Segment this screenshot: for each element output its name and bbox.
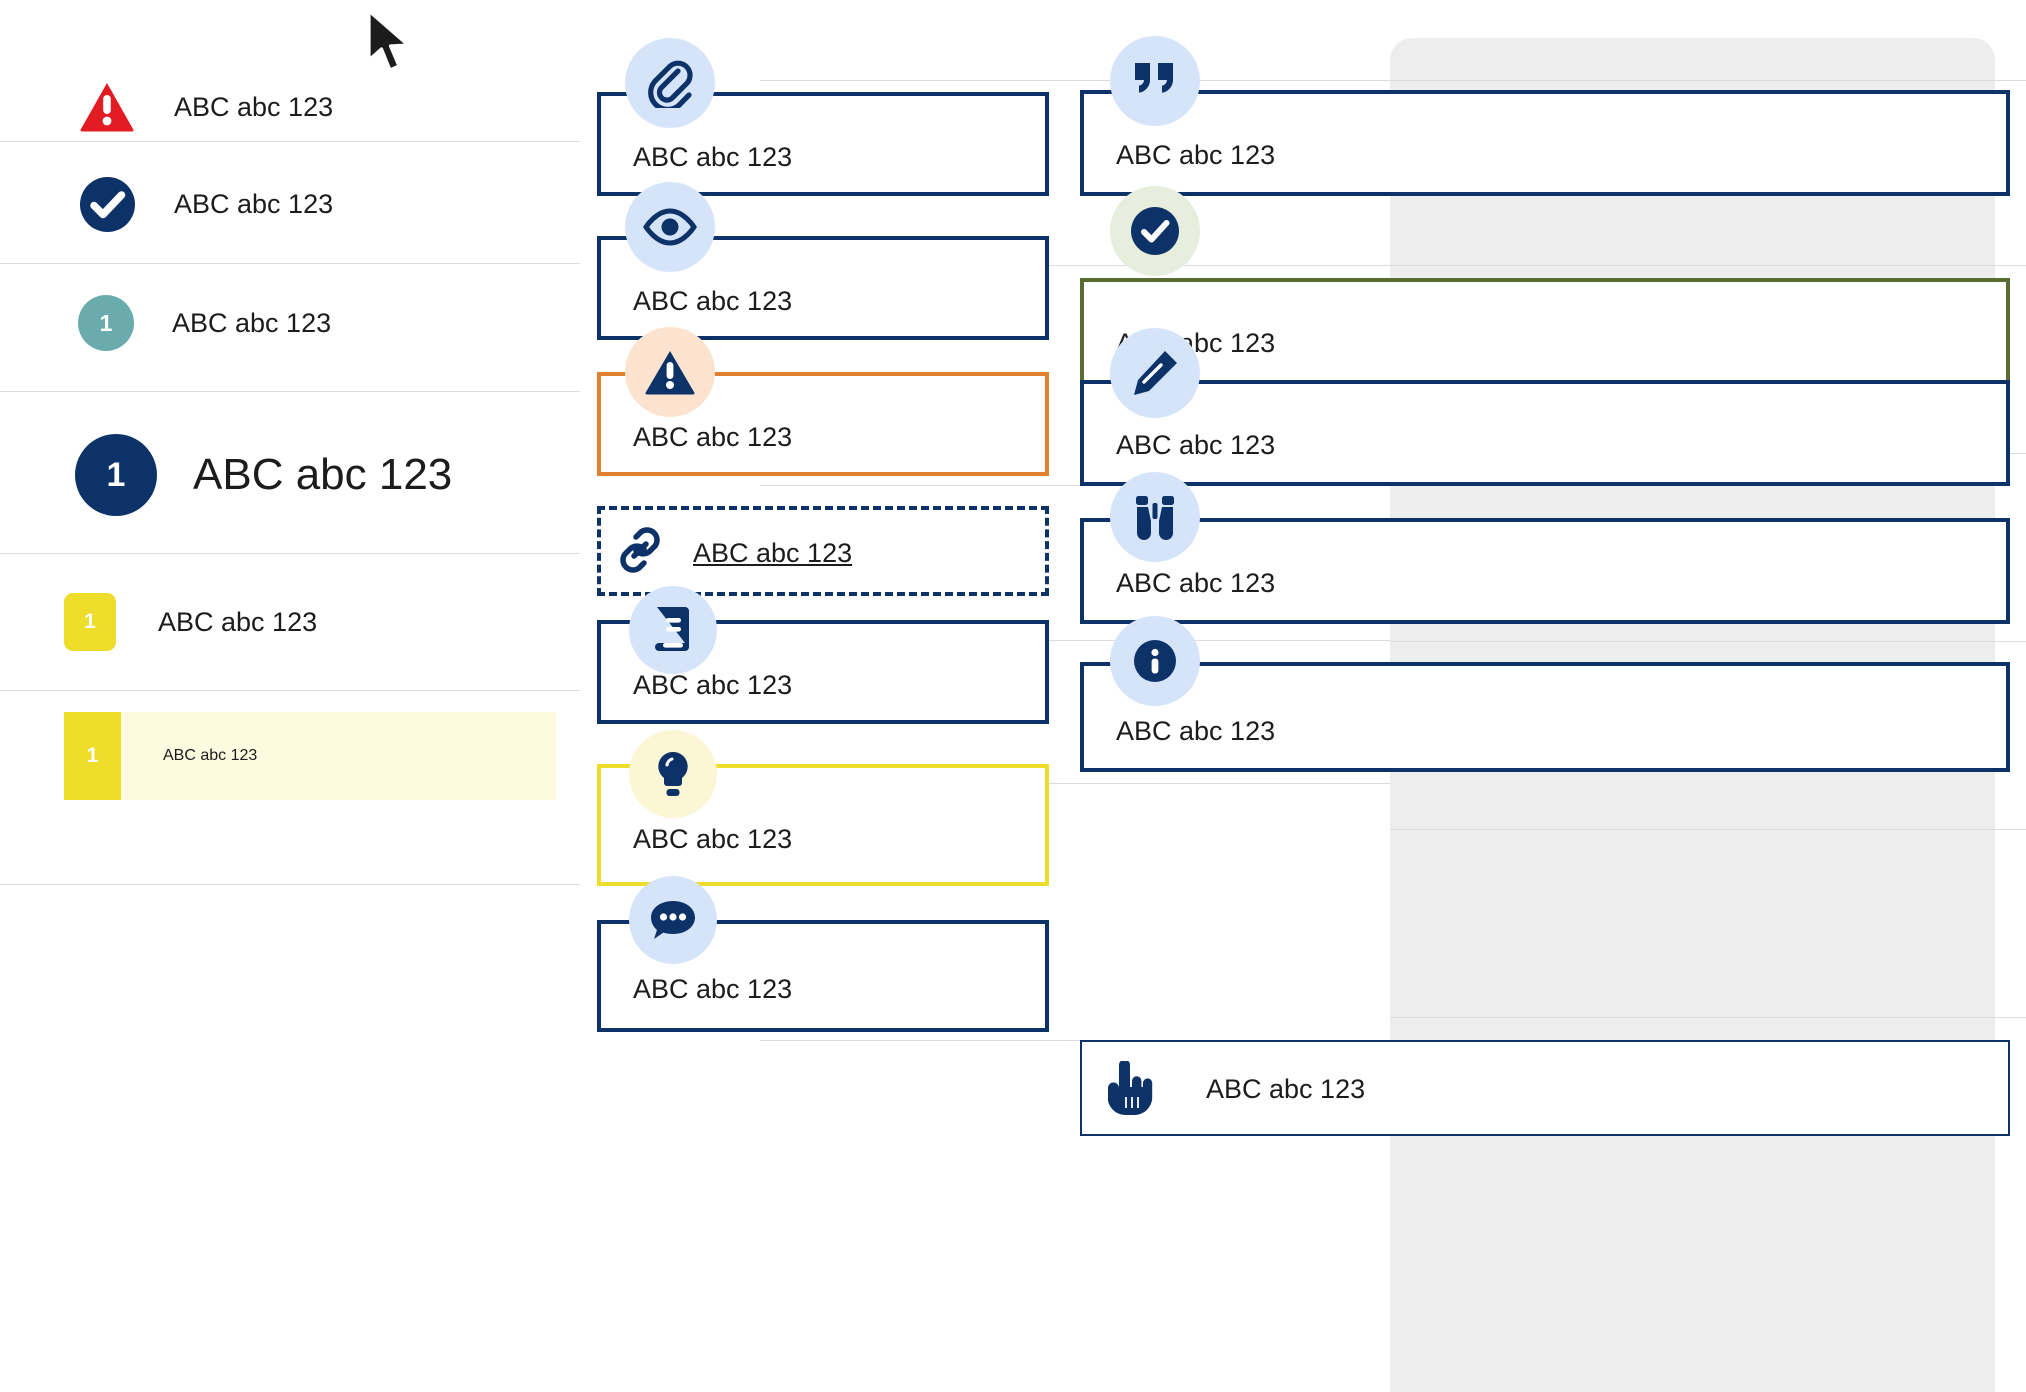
card-label: ABC abc 123 [1116,140,1276,170]
list-item-label: ABC abc 123 [174,188,334,219]
warning-triangle-icon [78,78,136,136]
book-icon [629,586,717,674]
list-item[interactable]: ABC abc 123 [78,78,333,136]
divider [1390,641,2026,642]
card-quote[interactable]: ABC abc 123 [1080,90,2010,196]
card-label: ABC abc 123 [1116,568,1276,598]
link-chain-icon [612,522,668,578]
divider [0,690,580,691]
divider [1390,80,2026,81]
divider [760,80,1390,81]
divider [760,1040,1390,1041]
list-item-label: ABC abc 123 [163,747,258,764]
card-link[interactable]: ABC abc 123 [597,506,1049,596]
list-item-highlighted[interactable]: 1 ABC abc 123 [64,712,556,800]
card-label: ABC abc 123 [1206,1074,1366,1104]
speech-bubble-icon [629,876,717,964]
list-item[interactable]: 1 ABC abc 123 [64,593,317,651]
divider [760,783,1390,784]
divider [1390,265,2026,266]
divider [0,884,580,885]
card-label: ABC abc 123 [633,824,793,854]
card-check[interactable]: ABC abc 123 [1080,278,2010,384]
left-column-list: ABC abc 123 ABC abc 123 1 ABC abc 123 1 … [0,0,580,1392]
badge-number: 1 [86,744,99,767]
badge-number: 1 [84,610,96,633]
list-item[interactable]: 1 ABC abc 123 [75,434,452,516]
card-label: ABC abc 123 [633,422,793,452]
binoculars-icon [1110,472,1200,562]
divider [1390,1017,2026,1018]
number-badge-teal: 1 [78,295,134,351]
info-circle-icon [1110,616,1200,706]
divider [760,485,1390,486]
paperclip-icon [625,38,715,128]
lightbulb-icon [629,730,717,818]
warning-triangle-icon [625,327,715,417]
divider [0,263,580,264]
list-item[interactable]: ABC abc 123 [78,175,333,233]
card-binoculars[interactable]: ABC abc 123 [1080,518,2010,624]
check-circle-icon [78,175,136,233]
card-label: ABC abc 123 [633,142,793,172]
card-label: ABC abc 123 [633,670,793,700]
check-circle-icon [1110,186,1200,276]
hand-pointer-icon [1100,1060,1160,1118]
card-label: ABC abc 123 [1116,716,1276,746]
divider [760,640,1390,641]
card-hand-pointer[interactable]: ABC abc 123 [1080,1040,2010,1136]
divider [0,391,580,392]
card-edit[interactable]: ABC abc 123 [1080,380,2010,486]
list-item[interactable]: 1 ABC abc 123 [78,295,331,351]
list-item-label: ABC abc 123 [193,450,453,499]
card-link-label[interactable]: ABC abc 123 [693,538,853,568]
card-info[interactable]: ABC abc 123 [1080,662,2010,772]
divider [1390,829,2026,830]
list-item-label: ABC abc 123 [174,91,334,122]
card-label: ABC abc 123 [1116,430,1276,460]
card-label: ABC abc 123 [633,974,793,1004]
card-label: ABC abc 123 [633,286,793,316]
quote-marks-icon [1110,36,1200,126]
eye-icon [625,182,715,272]
number-badge-yellow-highlighted: 1 [64,712,121,800]
list-item-label: ABC abc 123 [158,606,318,637]
divider [0,141,580,142]
number-badge-yellow: 1 [64,593,116,651]
list-item-label: ABC abc 123 [172,307,332,338]
badge-number: 1 [99,309,113,336]
badge-number: 1 [106,455,126,494]
pencil-icon [1110,328,1200,418]
divider [0,553,580,554]
number-badge-navy-large: 1 [75,434,157,516]
divider [760,265,1390,266]
